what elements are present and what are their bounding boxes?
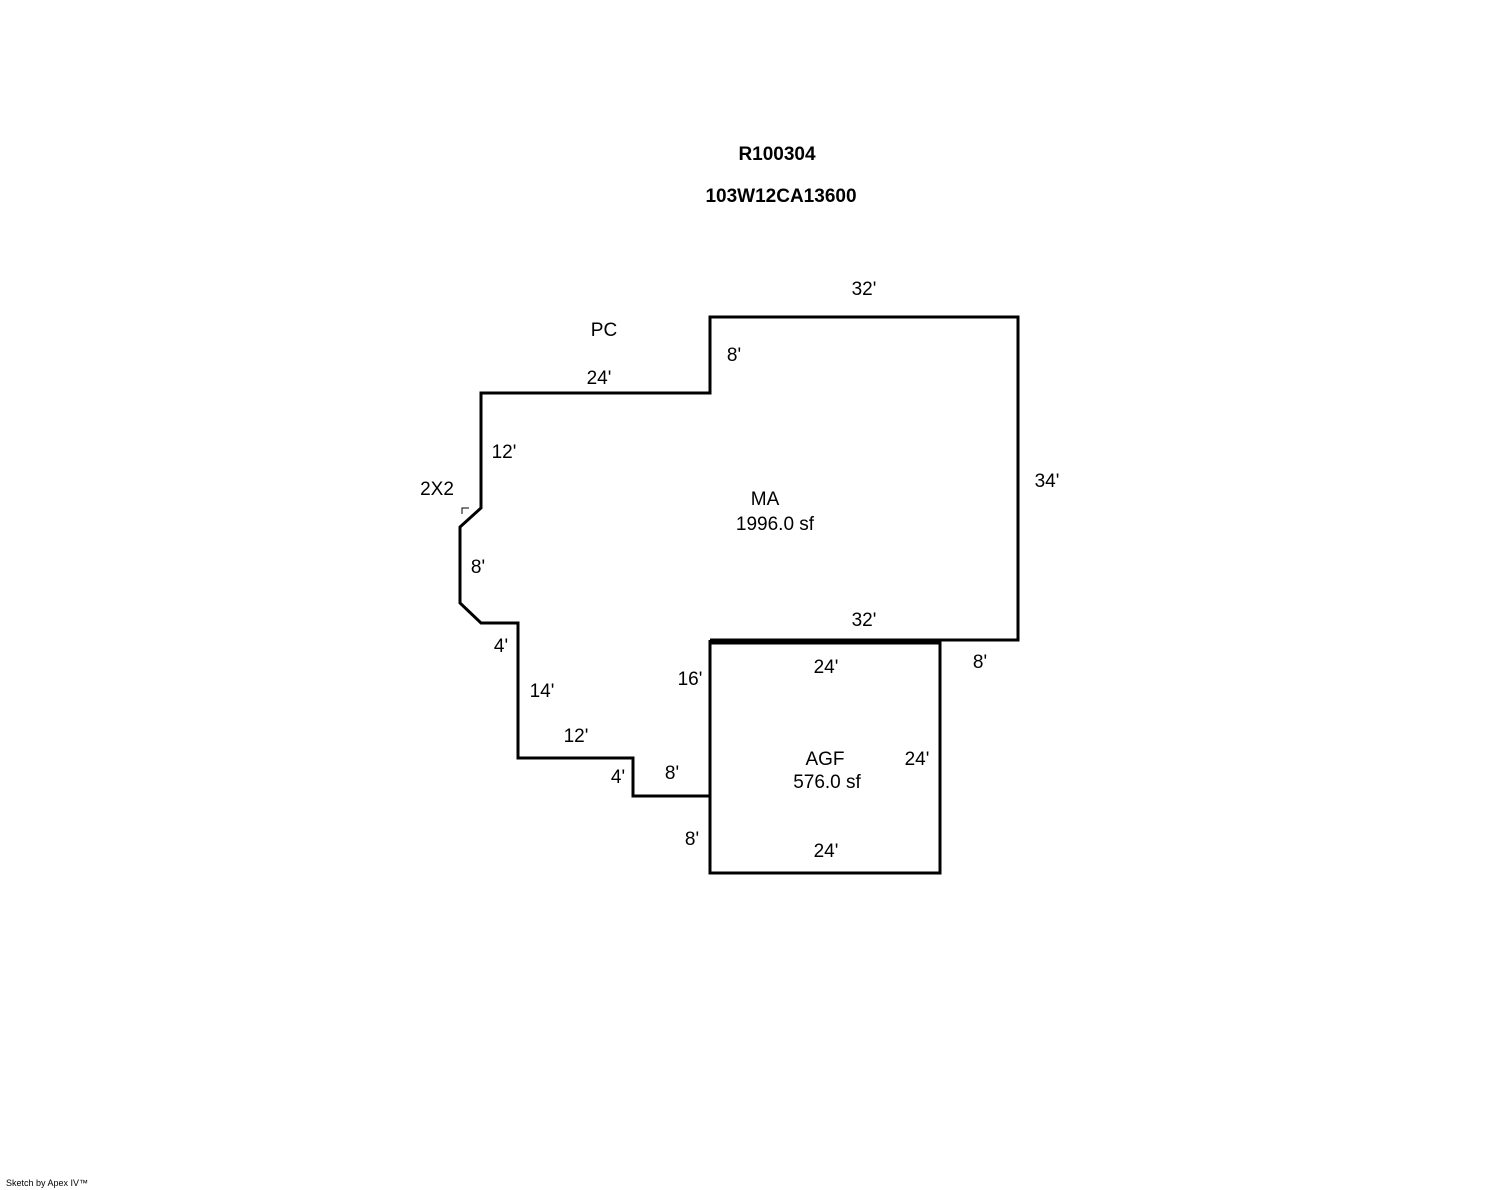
- dim-agf-left: 8': [685, 829, 699, 850]
- corner-marker: [461, 507, 469, 514]
- garage-outline: [708, 641, 942, 875]
- dim-ma-bay-side: 8': [471, 557, 485, 578]
- record-id: R100304: [738, 144, 816, 165]
- dim-ma-right-bottom: 8': [973, 652, 987, 673]
- parcel-number: 103W12CA13600: [705, 186, 856, 207]
- dim-agf-top: 24': [814, 657, 839, 678]
- main-area-name: MA: [751, 489, 780, 510]
- dim-agf-bottom: 24': [814, 841, 839, 862]
- dim-ma-right: 34': [1035, 471, 1060, 492]
- dim-ma-small-drop: 4': [611, 767, 625, 788]
- dim-agf-right: 24': [905, 749, 930, 770]
- dim-ma-lower-step: 12': [564, 726, 589, 747]
- dim-ma-garage-side: 16': [678, 669, 703, 690]
- dim-ma-small-run: 8': [665, 763, 679, 784]
- software-credit: Sketch by Apex IV™: [6, 1178, 88, 1188]
- dim-ma-upper-left-top: 24': [587, 368, 612, 389]
- garage-area-size: 576.0 sf: [793, 772, 861, 793]
- pc-label: PC: [591, 320, 617, 341]
- dim-ma-bottom: 32': [852, 610, 877, 631]
- dim-ma-left-lower: 14': [530, 681, 555, 702]
- main-area-outline: [458, 315, 1020, 798]
- main-area-size: 1996.0 sf: [736, 514, 815, 535]
- porch-2x2-label: 2X2: [420, 479, 454, 500]
- garage-area-name: AGF: [805, 749, 844, 770]
- dim-ma-bay-bottom: 4': [494, 636, 508, 657]
- dim-ma-left-upper: 12': [492, 442, 517, 463]
- dim-ma-step-down: 8': [727, 345, 741, 366]
- dim-ma-top: 32': [852, 279, 877, 300]
